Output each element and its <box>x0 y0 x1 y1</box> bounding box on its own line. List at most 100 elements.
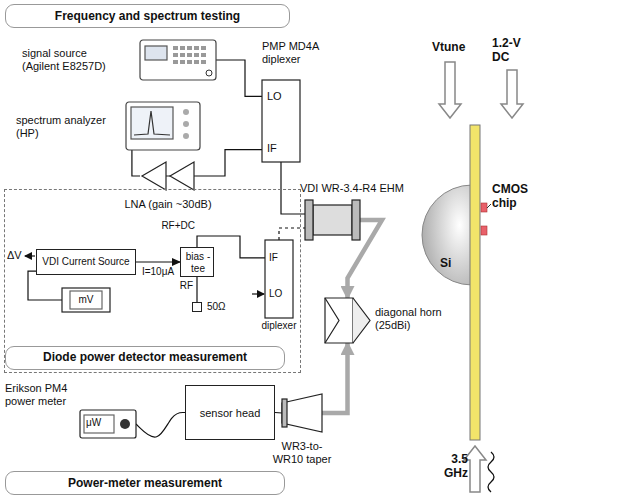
instrument-key <box>201 53 206 57</box>
shape-outline <box>126 102 200 150</box>
port-label: RF+DC <box>161 220 195 232</box>
section-banner: Frequency and spectrum testing <box>5 4 290 28</box>
instrument-knob <box>183 109 189 115</box>
diplexer-box: IFLOdiplexer <box>265 240 293 318</box>
node-title: Frequency and spectrum testing <box>55 9 240 23</box>
horn-edge <box>325 298 339 343</box>
power-meter: Erikson PM4 power meterμW <box>80 410 136 438</box>
section-banner: Power-meter measurement <box>5 471 285 495</box>
node-title: spectrum analyzer (HP) <box>16 114 106 140</box>
shape-outline <box>325 298 370 343</box>
shape-outline <box>140 40 216 80</box>
instrument-key <box>173 53 178 57</box>
waveguide-flange <box>352 200 360 240</box>
annotation-label: CMOS chip <box>492 182 548 210</box>
node-title: WR3-to-WR10 taper <box>270 440 334 466</box>
node-title: signal source (Agilent E8257D) <box>22 47 127 73</box>
instrument-key <box>201 60 206 64</box>
annotation-label: 1.2-V DC <box>492 36 532 64</box>
port-label: RF <box>169 280 193 292</box>
instrument-key <box>194 53 199 57</box>
bias-tee: bias -teeRF+DCRF <box>180 247 214 277</box>
cable-connector <box>322 343 348 413</box>
node-title: sensor head <box>200 406 261 419</box>
bias-arrow <box>439 62 461 118</box>
shape-outline <box>305 200 360 240</box>
node-title: VDI WR-3.4-R4 EHM <box>300 182 410 195</box>
taper-body <box>282 394 322 432</box>
instrument-key <box>187 53 192 57</box>
rf-connector <box>206 70 212 76</box>
port-label: μW <box>86 417 112 429</box>
cable-connector <box>28 271 62 300</box>
annotation-label: ΔV <box>7 249 22 262</box>
voltmeter: mV <box>62 288 110 312</box>
node-title: PMP MD4A diplexer <box>262 40 334 66</box>
horn-body <box>325 298 353 343</box>
port-label: IF <box>267 142 287 155</box>
measurement-group: Diode power detector measurement VDI Curr… <box>5 190 300 372</box>
instrument-key <box>173 60 178 64</box>
harmonic-mixer: VDI WR-3.4-R4 EHM <box>305 200 360 240</box>
signal-generator: signal source (Agilent E8257D) <box>140 40 216 80</box>
node-title: VDI Current Source <box>42 256 129 268</box>
node-title: 50Ω <box>207 301 241 313</box>
instrument-knob <box>183 121 189 127</box>
instrument-knob <box>183 133 189 139</box>
shape-outline <box>282 394 322 432</box>
instrument-body <box>126 102 200 150</box>
diplexer-body <box>265 240 293 318</box>
cable-connector <box>136 413 185 438</box>
cable-connector <box>132 150 140 176</box>
termination-load: 50Ω <box>192 302 202 312</box>
node-title: Diode power detector measurement <box>5 346 285 370</box>
silicon-lens <box>422 185 472 285</box>
sensor-head: sensor head <box>185 385 275 440</box>
pcb-board <box>470 125 480 440</box>
current-source: VDI Current Source <box>36 249 136 275</box>
annotation-label: Si <box>440 256 451 270</box>
node-title: LNA (gain ~30dB) <box>113 198 223 211</box>
meter-display <box>70 291 102 309</box>
amplifier-triangle <box>170 162 194 190</box>
leader-line <box>487 204 491 208</box>
instrument-key <box>194 60 199 64</box>
cable-connector <box>275 412 282 414</box>
instrument-key <box>187 60 192 64</box>
waveguide-taper: WR3-to-WR10 taper <box>282 394 322 432</box>
amplifier-wire <box>166 175 196 176</box>
instrument-body <box>140 40 216 80</box>
node-title: Erikson PM4 power meter <box>5 382 77 408</box>
horn-antenna: diagonal horn (25dBi) <box>325 298 370 343</box>
voltage-arrow <box>25 255 35 256</box>
instrument-key <box>201 46 206 50</box>
waveguide-flange <box>282 399 287 427</box>
spectrum-analyzer: spectrum analyzer (HP) <box>126 102 200 150</box>
node-title: IF <box>269 252 289 264</box>
diplexer-body <box>262 80 300 162</box>
instrument-key <box>180 46 185 50</box>
bias-arrow <box>501 70 523 118</box>
edge-label: I=10μA <box>141 266 175 278</box>
annotation-label: 3.5 GHz <box>428 452 468 480</box>
shape-outline <box>265 240 293 318</box>
instrument-key <box>173 46 178 50</box>
chip-bump <box>481 203 487 212</box>
sine-wave <box>488 452 494 492</box>
amplifier-symbol: LNA (gain ~30dB) <box>140 160 196 192</box>
instrument-key <box>180 53 185 57</box>
horn-aperture <box>353 298 370 343</box>
waveguide-flange <box>305 200 313 240</box>
node-title: Power-meter measurement <box>68 476 222 490</box>
chip-bump <box>481 226 487 235</box>
port-label: LO <box>269 288 289 300</box>
mixer-body <box>313 205 352 235</box>
meter-knob <box>120 419 130 429</box>
shape-outline <box>140 160 196 192</box>
meter-body <box>80 410 136 438</box>
instrument-key <box>194 46 199 50</box>
instrument-key <box>187 46 192 50</box>
instrument-key <box>180 60 185 64</box>
